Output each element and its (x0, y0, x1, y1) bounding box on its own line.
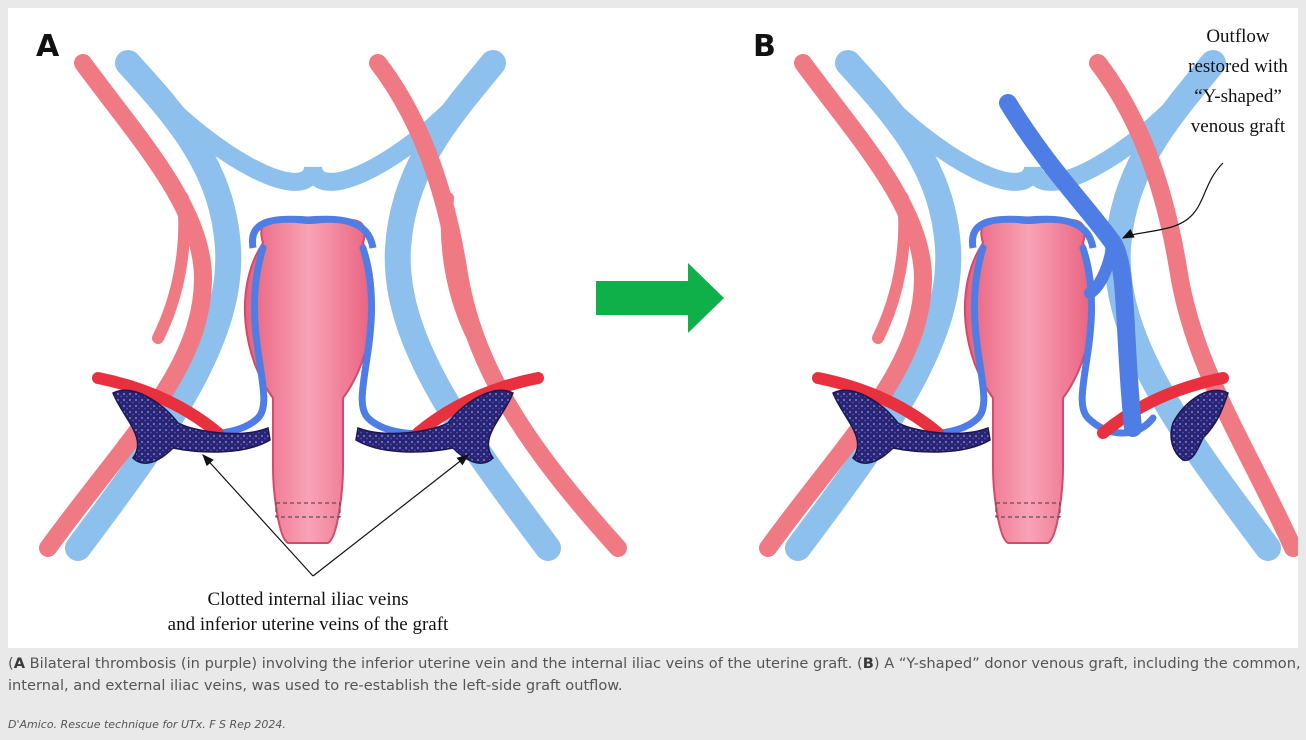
panel-a-letter: A (36, 29, 60, 64)
caption-text-a: Bilateral thrombosis (in purple) involvi… (25, 655, 863, 672)
figure-credit: D'Amico. Rescue technique for UTx. F S R… (8, 718, 286, 731)
annotation-a-line-2: and inferior uterine veins of the graft (168, 614, 449, 635)
annotation-b-line-2: restored with (1188, 56, 1288, 77)
panel-b: B (753, 26, 1293, 548)
figure-panel: A (8, 8, 1298, 648)
panel-b-letter: B (753, 29, 776, 64)
transition-arrow (596, 263, 724, 333)
caption-label-b: B (863, 655, 874, 672)
annotation-a-line-1: Clotted internal iliac veins (207, 589, 408, 610)
annotation-b-line-4: venous graft (1191, 116, 1286, 137)
figure-caption: (A Bilateral thrombosis (in purple) invo… (8, 653, 1302, 697)
caption-label-a: A (14, 655, 25, 672)
panel-a: A (36, 29, 618, 635)
annotation-b-line-1: Outflow (1206, 26, 1270, 47)
uterine-transplant-illustration: A (8, 8, 1298, 648)
annotation-b-line-3: “Y-shaped” (1194, 86, 1282, 107)
